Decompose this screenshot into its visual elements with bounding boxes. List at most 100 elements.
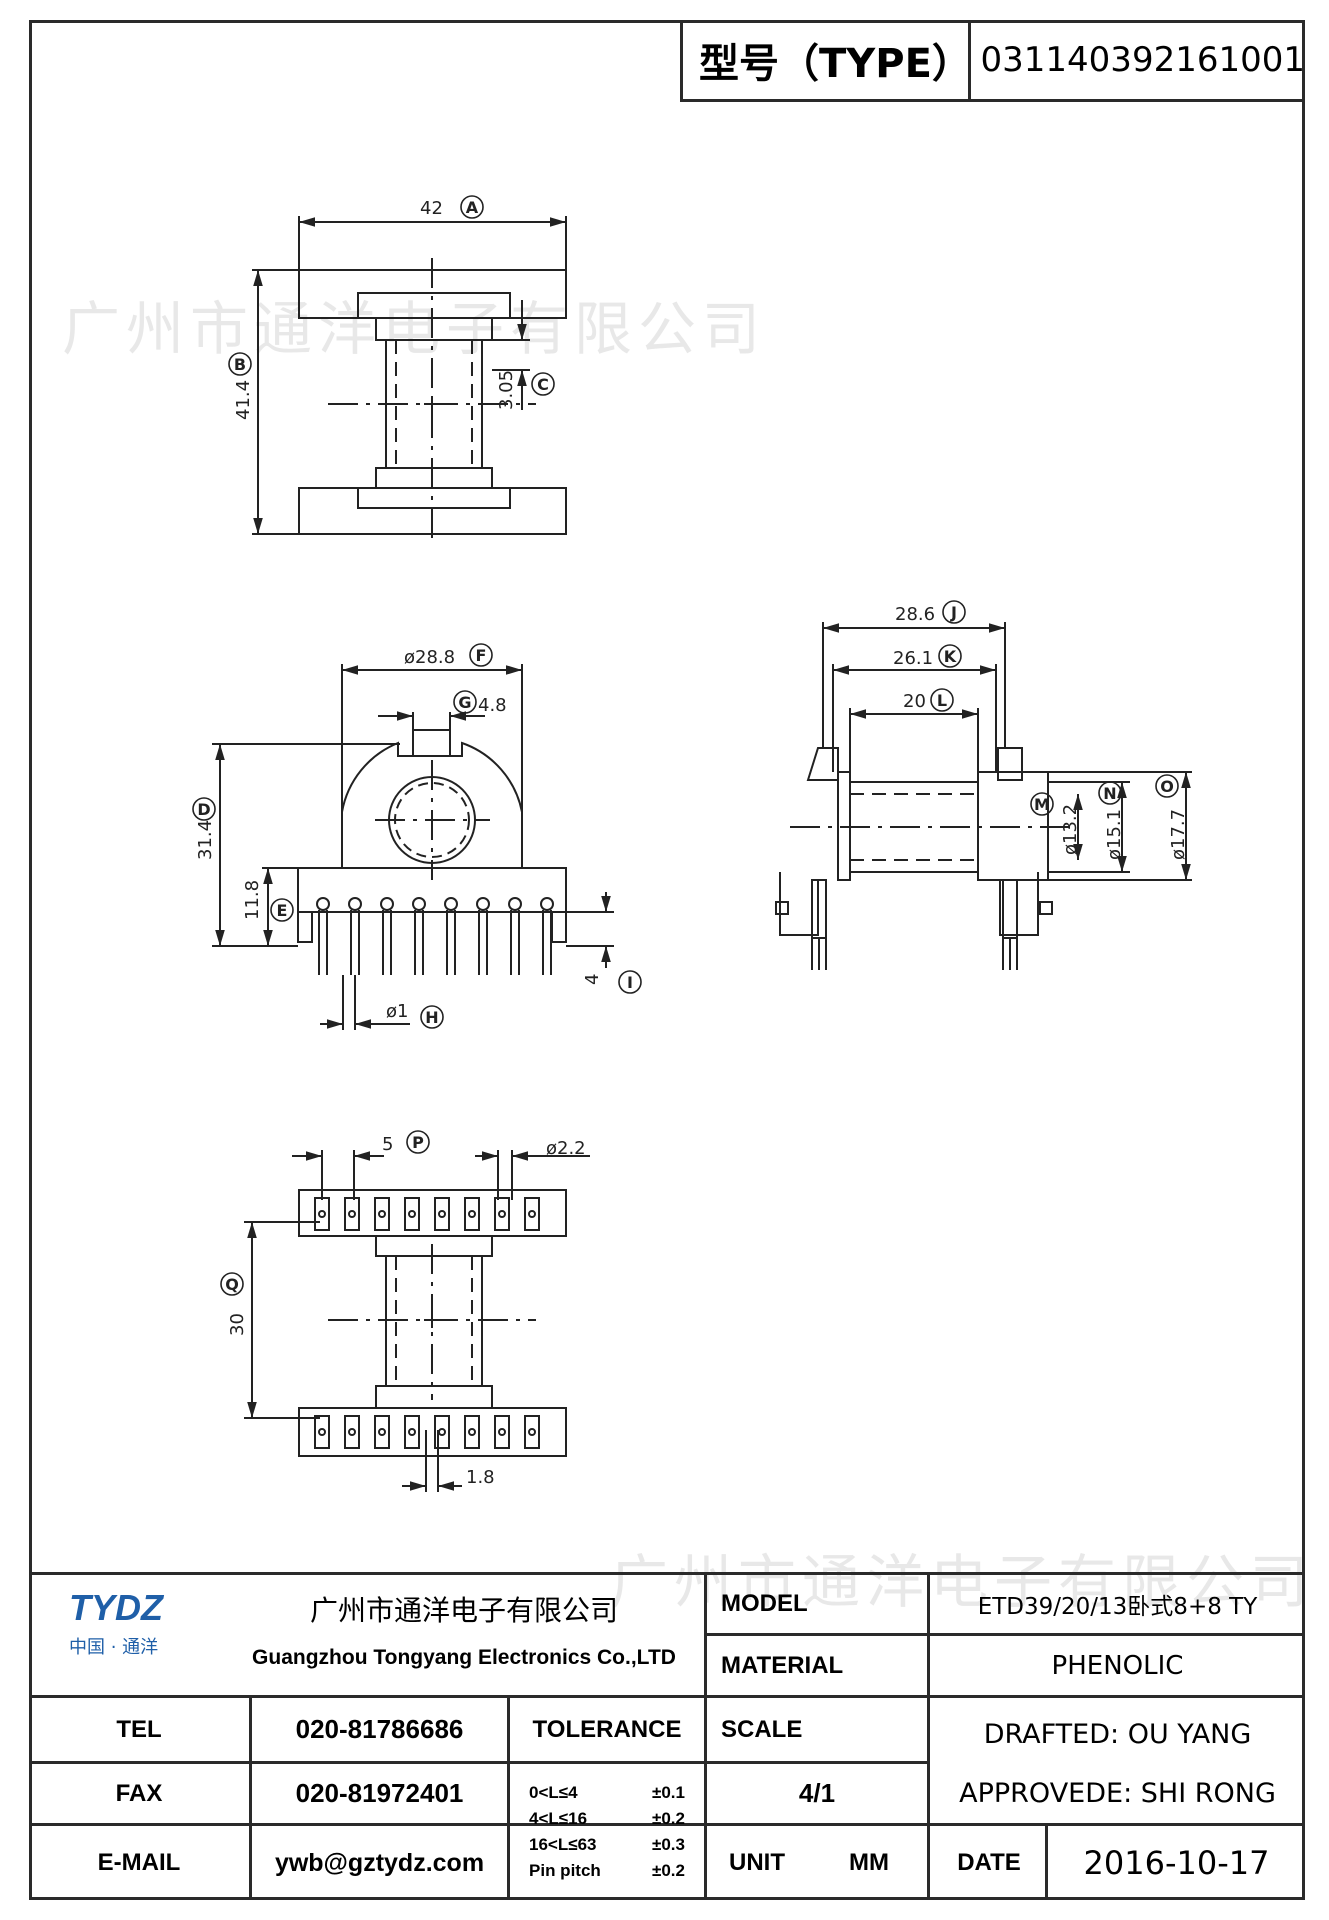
bottom-pin: [524, 1197, 540, 1231]
front-pin: [540, 897, 554, 975]
fax-label: FAX: [115, 1779, 163, 1807]
svg-text:F: F: [476, 646, 487, 665]
date-value: 2016-10-17: [1083, 1844, 1270, 1882]
front-pin: [316, 897, 330, 975]
svg-text:H: H: [425, 1008, 438, 1027]
drafted-by: DRAFTED: OU YANG: [983, 1718, 1252, 1750]
dim-j-value: 28.6: [895, 604, 935, 625]
svg-text:N: N: [1103, 784, 1116, 803]
bottom-pin: [464, 1415, 480, 1449]
tel-label: TEL: [116, 1715, 162, 1743]
tag-b: B: [228, 352, 252, 376]
fax-value: 020-81972401: [295, 1778, 464, 1808]
unit-label: UNIT: [729, 1849, 785, 1876]
company-logo: TYDZ 中国 · 通洋: [69, 1587, 229, 1677]
front-pin: [508, 897, 522, 975]
unit-value: MM: [849, 1849, 889, 1876]
tag-l: L: [930, 688, 954, 712]
svg-text:Q: Q: [225, 1275, 239, 1294]
dim-f-value: ø28.8: [404, 647, 455, 668]
dim-o-value: ø17.7: [1168, 809, 1189, 860]
front-pin: [476, 897, 490, 975]
dim-b-value: 41.4: [233, 380, 254, 420]
logo-sub: 中国 · 通洋: [69, 1637, 159, 1658]
watermark-bottom: 广州市通洋电子有限公司: [610, 1548, 1315, 1616]
svg-text:M: M: [1034, 795, 1050, 814]
company-name-cn: 广州市通洋电子有限公司: [309, 1594, 618, 1627]
bottom-pin: [344, 1415, 360, 1449]
svg-text:L: L: [937, 691, 947, 710]
dim-a-value: 42: [420, 198, 443, 219]
title-block: TYDZ 中国 · 通洋 广州市通洋电子有限公司 Guangzhou Tongy…: [29, 1572, 1305, 1900]
tag-f: F: [469, 643, 493, 667]
email-value: ywb@gztydz.com: [274, 1848, 485, 1877]
svg-text:D: D: [197, 800, 210, 819]
dim-l-value: 20: [903, 691, 926, 712]
tel-value: 020-81786686: [295, 1714, 464, 1744]
dim-g-value: 4.8: [478, 695, 507, 716]
material-label: MATERIAL: [721, 1651, 844, 1679]
svg-text:E: E: [277, 901, 288, 920]
dim-p-value: 5: [382, 1134, 393, 1155]
bottom-pin: [344, 1197, 360, 1231]
tolerance-row: 4<L≤16±0.2: [529, 1809, 685, 1828]
svg-text:P: P: [412, 1133, 424, 1152]
front-pin: [380, 897, 394, 975]
tag-j: J: [942, 600, 966, 624]
svg-text:G: G: [458, 693, 471, 712]
dim-q-value: 30: [227, 1313, 248, 1336]
dim-p2-value: ø2.2: [546, 1138, 586, 1159]
logo-brand: TYDZ: [69, 1587, 163, 1628]
svg-text:A: A: [466, 198, 479, 217]
bottom-pin: [374, 1415, 390, 1449]
tag-c: C: [531, 372, 555, 396]
tag-g: G: [453, 690, 477, 714]
svg-text:O: O: [1160, 777, 1174, 796]
front-view: [212, 664, 614, 1030]
type-header: 型号（TYPE） 031140392161001: [680, 20, 1305, 102]
front-pin: [412, 897, 426, 975]
front-pin: [348, 897, 362, 975]
scale-label: SCALE: [721, 1715, 803, 1743]
dim-d-value: 31.4: [195, 820, 216, 860]
model-value: ETD39/20/13卧式8+8 TY: [977, 1594, 1258, 1620]
dim-c-value: 3.05: [496, 370, 517, 410]
tag-q: Q: [220, 1272, 244, 1296]
email-label: E-MAIL: [97, 1849, 181, 1876]
bottom-pin: [494, 1415, 510, 1449]
svg-text:K: K: [944, 647, 957, 666]
dim-e-value: 11.8: [242, 880, 263, 920]
date-label: DATE: [957, 1849, 1021, 1876]
svg-text:B: B: [234, 355, 246, 374]
svg-text:J: J: [950, 603, 957, 622]
bottom-pin: [404, 1415, 420, 1449]
tolerance-row: 16<L≤63±0.3: [529, 1835, 685, 1854]
dim-h-value: ø1: [386, 1001, 408, 1022]
bottom-view: [244, 1150, 590, 1492]
dim-k-value: 26.1: [893, 648, 933, 669]
bottom-pin: [494, 1197, 510, 1231]
tolerance-table: 0<L≤4±0.1 4<L≤16±0.2 16<L≤63±0.3 Pin pit…: [510, 1764, 704, 1900]
bottom-pin: [314, 1415, 330, 1449]
tag-i: I: [618, 970, 642, 994]
dim-n-value: ø15.1: [1104, 809, 1125, 860]
approved-by: APPROVEDE: SHI RONG: [959, 1777, 1276, 1809]
dim-m-value: ø13.2: [1060, 804, 1081, 855]
bottom-pin: [314, 1197, 330, 1231]
tag-o: O: [1155, 774, 1179, 798]
front-pin: [444, 897, 458, 975]
drawing-border: [29, 20, 1305, 1900]
svg-text:I: I: [627, 973, 633, 992]
bottom-pin: [524, 1415, 540, 1449]
bottom-pin: [374, 1197, 390, 1231]
tag-m: M: [1030, 792, 1054, 816]
tag-d: D: [192, 797, 216, 821]
tolerance-row: Pin pitch±0.2: [529, 1861, 685, 1880]
tag-e: E: [270, 898, 294, 922]
dim-r-value: 1.8: [466, 1467, 495, 1488]
type-number: 031140392161001: [980, 39, 1305, 80]
top-view: [252, 216, 567, 546]
side-view: [775, 622, 1192, 970]
watermark-top: 广州市通洋电子有限公司: [62, 295, 767, 363]
tag-h: H: [420, 1005, 444, 1029]
